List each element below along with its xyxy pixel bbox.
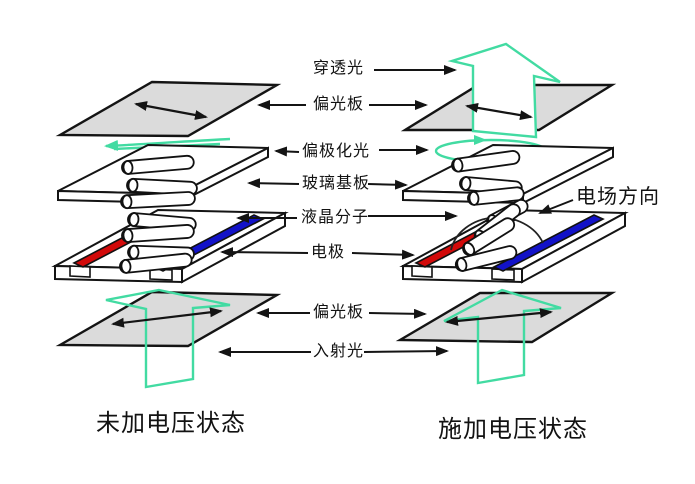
label-electrode: 电极 (311, 244, 346, 261)
lc-rod (467, 186, 525, 206)
left-structure (51, 80, 289, 389)
red-electrode-end-cap (69, 265, 91, 278)
label-glass-substrate: 玻璃基板 (302, 175, 371, 192)
field-direction-arrow (538, 199, 574, 214)
lc-rod (119, 252, 193, 274)
lc-rod (462, 217, 516, 256)
right-structure (395, 42, 629, 385)
left-bottom-polarizer-axis-arrow (111, 307, 223, 328)
glass-substrate-arrow-left (247, 178, 300, 189)
incident-light-arrow-right (363, 346, 449, 357)
right-bottom-polarizer-plate (395, 291, 617, 344)
left-bottom-polarizer-plate (55, 290, 282, 348)
polarized-light-arrow-line (104, 137, 231, 151)
label-transmitted-light: 穿透光 (313, 60, 365, 77)
label-polarized-light: 偏极化光 (302, 143, 371, 160)
label-callout-arrows (218, 65, 574, 357)
right-bottom-polarizer-axis-arrow (445, 308, 553, 326)
substrate-side-face (181, 211, 286, 284)
left-top-polarizer-axis-arrow (134, 101, 208, 120)
label-lc-molecule: 液晶分子 (301, 209, 370, 226)
right-top-polarizer-axis-arrow (465, 102, 533, 121)
lc-rod (120, 191, 196, 210)
caption-no-voltage-state: 未加电压状态 (96, 410, 246, 437)
left-lc-molecules (119, 154, 198, 274)
polarizer-bottom-arrow-right (368, 308, 427, 319)
polarized-light-arrow-left (274, 146, 300, 157)
label-incident-light: 入射光 (313, 343, 365, 360)
label-field-direction: 电场方向 (576, 186, 660, 208)
lc-rod (121, 154, 195, 175)
glass-substrate-arrow-right (367, 179, 408, 190)
caption-voltage-applied-state: 施加电压状态 (438, 416, 588, 443)
label-polarizer-bottom: 偏光板 (313, 304, 365, 321)
right-blue-electrode (492, 214, 605, 272)
lc-rod (451, 150, 521, 173)
electrode-arrow-left (220, 247, 309, 258)
label-polarizer-top: 偏光板 (313, 96, 365, 113)
right-lc-molecules (451, 150, 529, 272)
ellipse-arrowhead-top (474, 135, 487, 145)
lc-rod (454, 245, 518, 272)
electrode-arrow-right (351, 249, 415, 260)
substrate-side-face (521, 211, 626, 284)
right-bottom-substrate (399, 208, 629, 284)
red-electrode-end-cap (411, 265, 433, 278)
lc-rod (121, 224, 195, 243)
left-incident-light-arrow (105, 288, 231, 389)
